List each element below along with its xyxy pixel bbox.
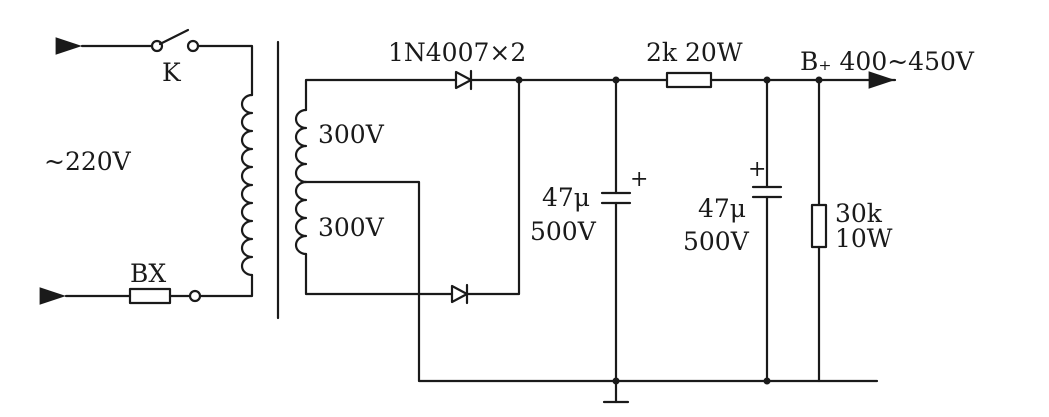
label-diodes: 1N4007×2 xyxy=(388,38,526,67)
diode-d2 xyxy=(450,284,469,304)
label-series-resistor: 2k 20W xyxy=(646,38,743,67)
switch-blade xyxy=(158,28,190,46)
wire-center-tap xyxy=(304,180,879,383)
label-cap2-value: 47μ xyxy=(698,194,746,223)
primary-winding xyxy=(240,93,254,277)
label-cap1-voltage: 500V xyxy=(530,217,597,246)
label-output: B₊ 400~450V xyxy=(800,47,975,76)
junction-dot xyxy=(763,377,771,385)
fuse-terminal-right xyxy=(188,289,202,303)
diode-d1 xyxy=(454,70,473,90)
label-bleeder-value: 30k xyxy=(835,199,883,228)
wire-primary-to-fuse xyxy=(198,273,254,298)
label-fuse: BX xyxy=(130,259,166,288)
label-plus-c2: + xyxy=(748,157,766,182)
wire-secondary-bottom xyxy=(304,252,454,296)
resistor-30k xyxy=(810,203,828,249)
wire-d2-out xyxy=(465,78,521,296)
switch-contact-left xyxy=(150,39,164,53)
secondary-winding-lower xyxy=(294,180,308,256)
label-switch: K xyxy=(162,58,182,87)
label-plus-c1: + xyxy=(630,167,648,192)
secondary-winding-upper xyxy=(294,108,308,184)
resistor-2k xyxy=(665,71,713,89)
label-secondary-upper: 300V xyxy=(318,120,385,149)
label-cap2-voltage: 500V xyxy=(683,227,750,256)
junction-dot xyxy=(515,76,523,84)
label-secondary-lower: 300V xyxy=(318,213,385,242)
switch-contact-right xyxy=(186,39,200,53)
wire-switch-to-primary xyxy=(196,44,254,97)
fuse-bx xyxy=(128,287,172,305)
label-cap1-value: 47μ xyxy=(542,183,590,212)
wire-secondary-top xyxy=(304,78,458,112)
label-input-voltage: ~220V xyxy=(44,147,132,176)
label-bleeder-power: 10W xyxy=(835,224,893,253)
